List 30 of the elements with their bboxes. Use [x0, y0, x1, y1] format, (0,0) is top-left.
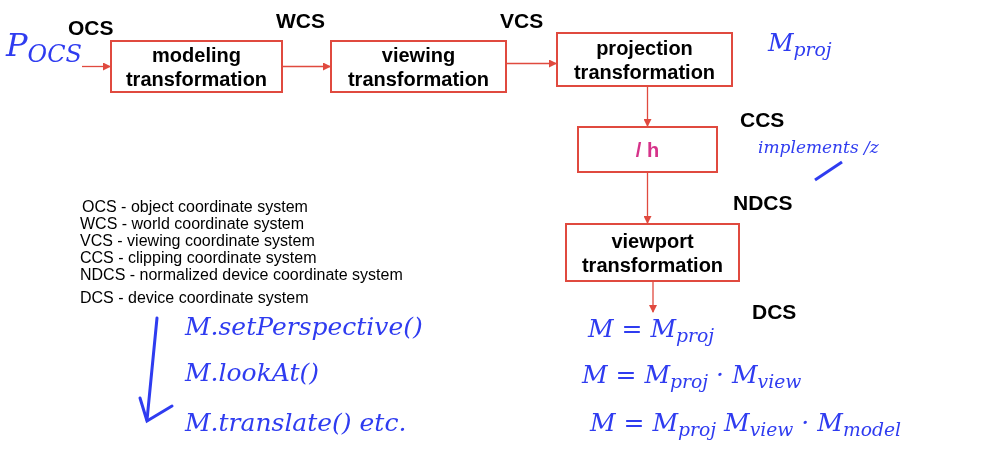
coordinate-system-label: WCS — [276, 8, 325, 34]
handwritten-note: M.lookAt() — [185, 358, 319, 388]
process-box: viewing transformation — [330, 40, 507, 93]
handwritten-note: M = M$_{proj}$ · M$_{view}$ — [582, 360, 802, 390]
coordinate-system-label: VCS — [500, 8, 544, 34]
process-box: / h — [577, 126, 718, 173]
handwritten-note: M.translate() etc. — [185, 408, 407, 438]
legend-text: CCS - clipping coordinate system — [80, 249, 317, 266]
process-box: projection transformation — [556, 32, 733, 87]
process-box: modeling transformation — [110, 40, 283, 93]
coordinate-system-label: NDCS — [733, 190, 793, 216]
handwritten-note: M = M$_{proj}$ — [588, 312, 718, 346]
process-box: viewport transformation — [565, 223, 740, 282]
arrow — [649, 281, 657, 313]
arrow — [643, 86, 652, 127]
arrow — [282, 62, 331, 71]
handwritten-note: M = M$_{proj}$ M$_{view}$ · M$_{model}$ — [590, 408, 902, 438]
handwritten-note: M.setPerspective() — [185, 312, 423, 342]
handwritten-note: implements /z — [758, 136, 880, 158]
legend-text: OCS - object coordinate system — [82, 198, 308, 215]
coordinate-system-label: DCS — [752, 299, 797, 325]
handwritten-note: M$_{proj}$ — [768, 28, 832, 58]
legend-text: WCS - world coordinate system — [80, 215, 305, 232]
arrow — [506, 59, 557, 68]
legend-text: DCS - device coordinate system — [80, 289, 309, 306]
arrow — [643, 172, 652, 224]
arrow — [81, 62, 111, 71]
legend-text: NDCS - normalized device coordinate system — [80, 266, 403, 283]
coordinate-system-label: CCS — [740, 107, 785, 133]
legend-text: VCS - viewing coordinate system — [80, 232, 315, 249]
